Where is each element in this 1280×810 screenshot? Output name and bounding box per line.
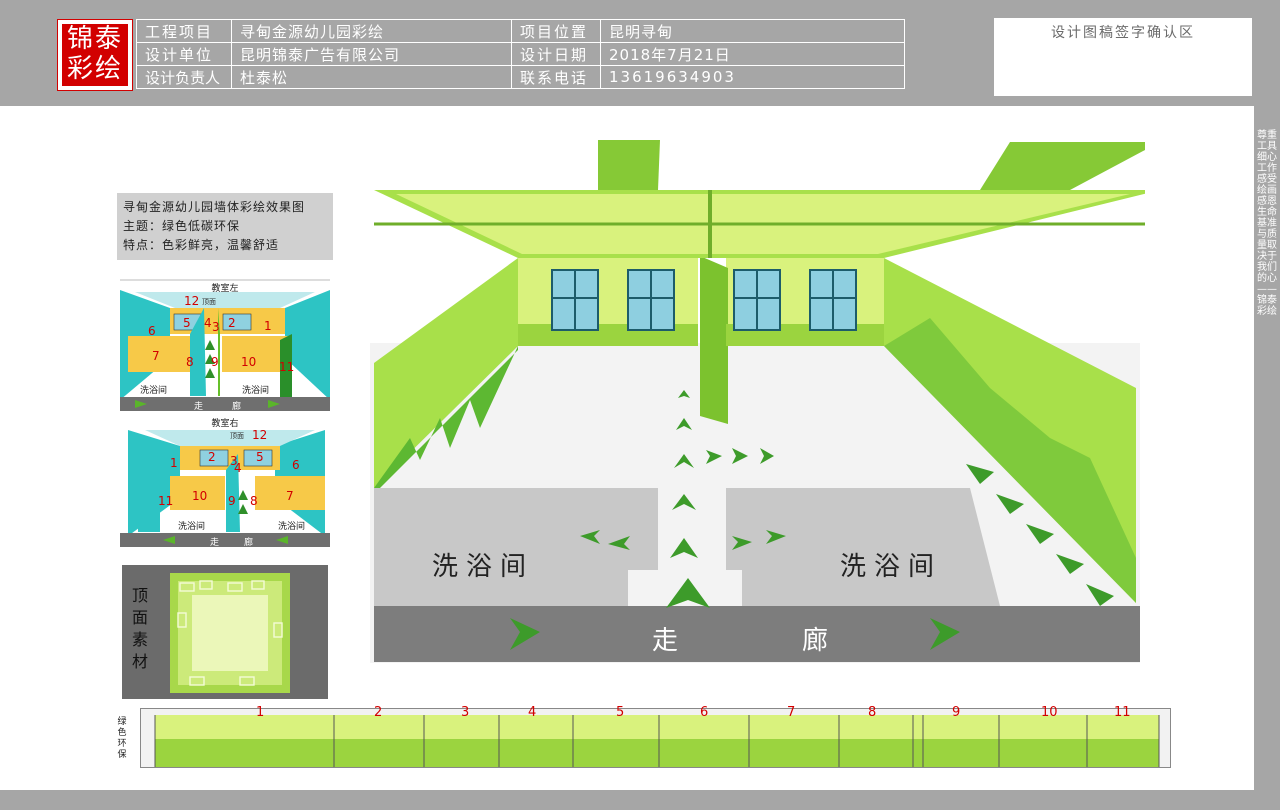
right-plan-title: 教室右 [211,419,239,429]
classroom-right-drawing [120,414,330,552]
description-feature: 特点：色彩鲜亮，温馨舒适 [123,238,280,252]
location-label: 项目位置 [511,19,601,43]
left-plan-number-9: 9 [211,355,219,369]
left-plan-number-11: 11 [279,360,295,374]
right-plan-ceiling: 顶面 [230,432,244,440]
ceiling-texture-swatch [170,573,290,693]
right-plan-number-1: 1 [170,456,178,470]
right-plan-number-2: 2 [208,450,216,464]
left-plan-number-12: 12 [184,294,200,308]
strip-number-6: 6 [700,705,709,720]
left-plan-number-8: 8 [186,355,194,369]
right-plan-corridor-1: 走 [210,538,220,548]
left-plan-ceiling: 顶面 [202,298,216,306]
main-rendering-drawing [370,140,1160,663]
classroom-left-plan: 教室左 顶面 洗浴间 洗浴间 走 廊 12 5 4 3 2 1 6 7 8 9 … [120,278,330,416]
left-plan-bath-left: 洗浴间 [140,386,168,396]
bath-left-label: 洗浴间 [432,552,535,582]
right-plan-number-7: 7 [286,489,294,503]
left-plan-number-1: 1 [264,319,272,333]
left-plan-number-2: 2 [228,316,236,330]
right-plan-bath-right: 洗浴间 [278,522,306,532]
project-value: 寻甸金源幼儿园彩绘 [231,19,512,43]
logo-line-1: 锦泰 [66,24,123,54]
left-plan-corridor-1: 走 [194,402,204,412]
right-plan-number-6: 6 [292,458,300,472]
wall-strip-drawing [141,709,1170,767]
right-plan-number-3: 3 [230,454,238,468]
bath-right-label: 洗浴间 [840,552,943,582]
company-logo: 锦泰 彩绘 [57,19,133,91]
strip-label: 绿色环保 [117,717,127,760]
logo-line-2: 彩绘 [66,54,123,84]
left-plan-number-5: 5 [183,316,191,330]
date-value: 2018年7月21日 [600,42,905,66]
strip-number-7: 7 [787,705,796,720]
right-sidebar [1254,106,1280,810]
signature-confirm-area: 设计图稿签字确认区 [994,18,1252,96]
strip-number-5: 5 [616,705,625,720]
main-rendering: 洗浴间 洗浴间 走 廊 [370,138,1160,666]
wall-strip [140,708,1171,768]
left-plan-number-4: 4 [204,316,212,330]
corridor-left-label: 走 [652,626,679,656]
strip-number-10: 10 [1041,705,1058,720]
strip-number-4: 4 [528,705,537,720]
right-plan-number-5: 5 [256,450,264,464]
description-theme: 主题：绿色低碳环保 [123,219,241,233]
unit-label: 设计单位 [136,42,232,66]
strip-number-3: 3 [461,705,470,720]
phone-value: 13619634903 [600,65,905,89]
strip-number-2: 2 [374,705,383,720]
right-plan-bath-left: 洗浴间 [178,522,206,532]
right-plan-number-11: 11 [158,494,174,508]
ceiling-texture-panel: 顶面素材 [122,565,328,699]
description-title: 寻甸金源幼儿园墙体彩绘效果图 [123,200,306,214]
strip-number-9: 9 [952,705,961,720]
classroom-left-drawing [120,278,330,416]
left-plan-corridor-2: 廊 [232,402,242,412]
right-plan-number-8: 8 [250,494,258,508]
description-box: 寻甸金源幼儿园墙体彩绘效果图 主题：绿色低碳环保 特点：色彩鲜亮，温馨舒适 [117,193,333,260]
project-info-table: 工程项目 寻甸金源幼儿园彩绘 项目位置 昆明寻甸 设计单位 昆明锦泰广告有限公司… [136,19,905,89]
bottom-bar [0,790,1280,810]
company-slogan: 尊重工具 细心工作 感受绘画 感恩生命 基准与质量取决于我们的心——锦泰彩绘 [1257,130,1277,317]
left-plan-number-3: 3 [212,320,220,334]
designer-label: 设计负责人 [136,65,232,89]
strip-number-11: 11 [1114,705,1131,720]
ceiling-texture-label: 顶面素材 [131,586,148,671]
confirm-label: 设计图稿签字确认区 [1051,25,1195,41]
strip-number-1: 1 [256,705,265,720]
unit-value: 昆明锦泰广告有限公司 [231,42,512,66]
right-plan-corridor-2: 廊 [244,538,254,548]
right-plan-number-10: 10 [192,489,208,503]
location-value: 昆明寻甸 [600,19,905,43]
left-plan-bath-right: 洗浴间 [242,386,270,396]
left-plan-number-7: 7 [152,349,160,363]
left-plan-number-10: 10 [241,355,257,369]
strip-number-8: 8 [868,705,877,720]
date-label: 设计日期 [511,42,601,66]
designer-value: 杜泰松 [231,65,512,89]
corridor-right-label: 廊 [802,626,829,656]
right-plan-number-12: 12 [252,428,268,442]
right-plan-number-4: 4 [234,461,242,475]
left-plan-number-6: 6 [148,324,156,338]
left-plan-title: 教室左 [211,284,239,294]
project-label: 工程项目 [136,19,232,43]
right-plan-number-9: 9 [228,494,236,508]
classroom-right-plan: 教室右 顶面 洗浴间 洗浴间 走 廊 12 2 3 4 5 1 6 11 10 … [120,414,330,552]
phone-label: 联系电话 [511,65,601,89]
